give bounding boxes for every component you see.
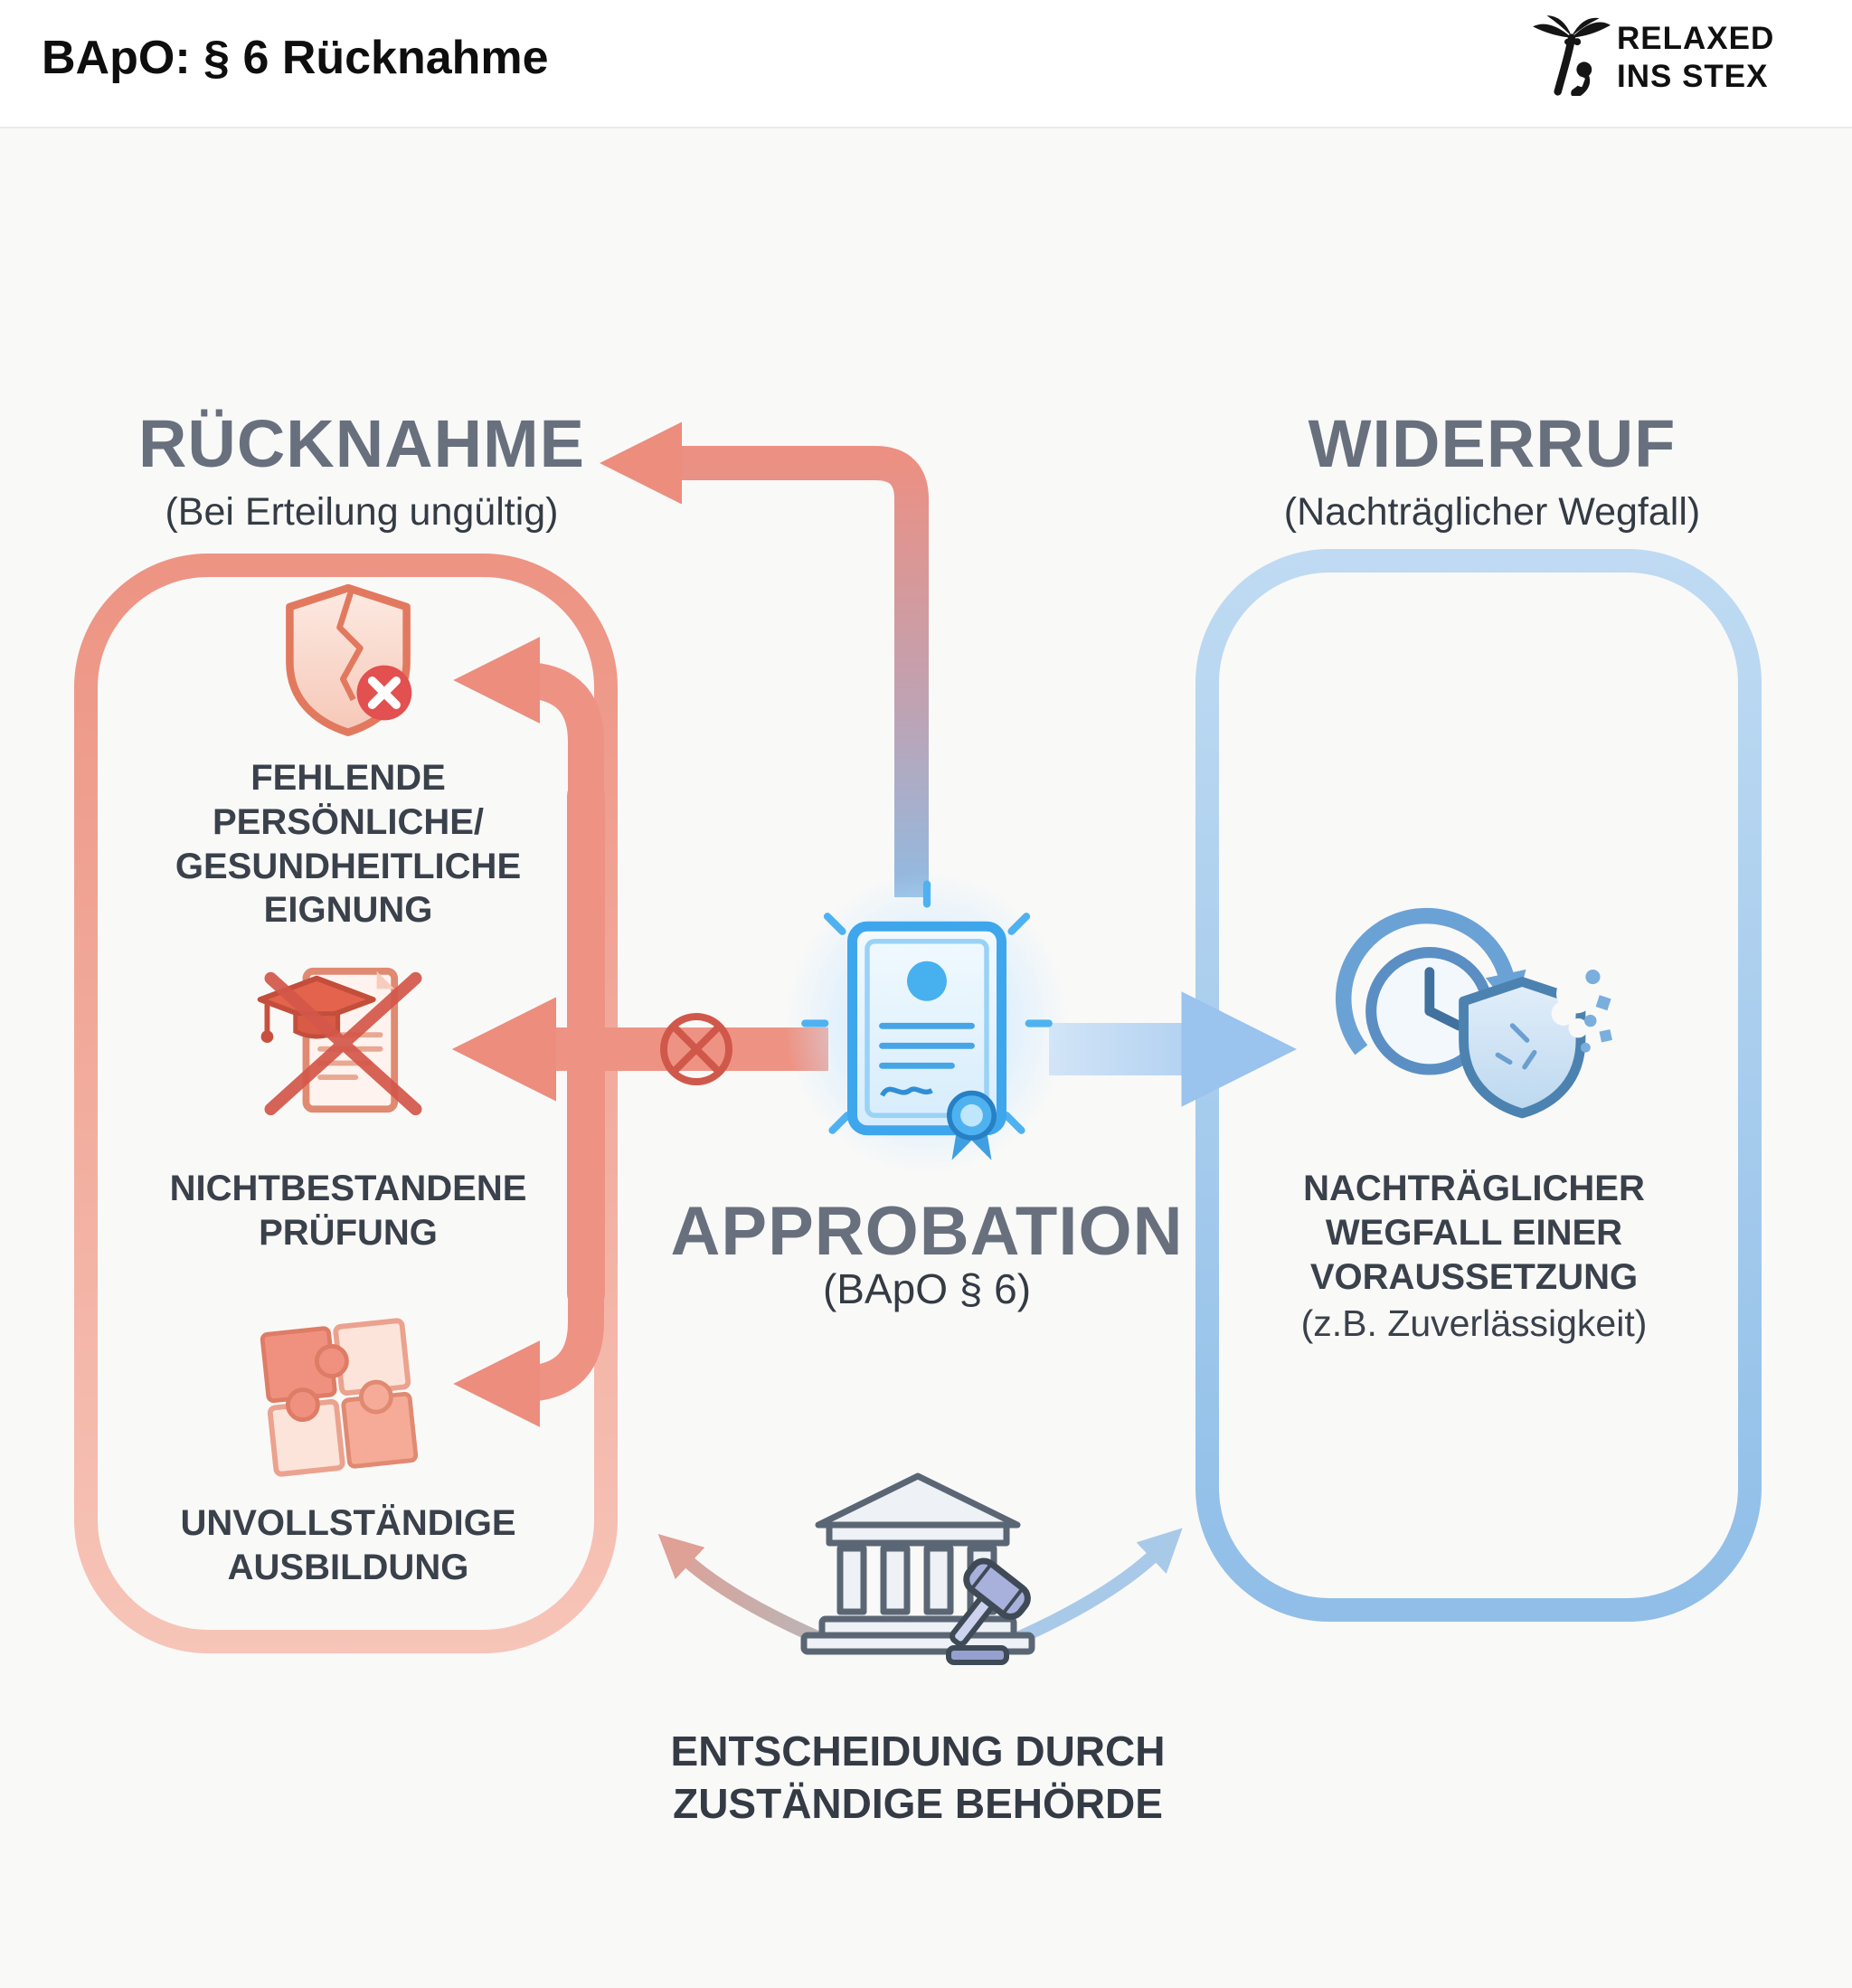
arrow-authority-to-widerruf [1006,1528,1183,1648]
clock-shield-decay-icon [1335,907,1612,1119]
arrow-authority-to-rucknahme [657,1534,832,1648]
certificate-icon [785,871,1069,1176]
logo-line1: RELAXED [1617,21,1775,56]
rucknahme-subheading: (Bei Erteilung ungültig) [165,490,559,534]
item-label-pruefung: NICHTBESTANDENE PRÜFUNG [169,1169,527,1253]
failed-exam-icon [257,967,422,1116]
logo-line2: INS STEX [1617,59,1769,94]
authority-label: ENTSCHEIDUNG DURCH ZUSTÄNDIGE BEHÖRDE [670,1728,1166,1827]
widerruf-heading: WIDERRUF [1308,406,1677,481]
palm-tree-logo-icon [1533,15,1611,96]
rucknahme-frame [74,554,618,1653]
item-label-eignung: FEHLENDE PERSÖNLICHE/ GESUNDHEITLICHE EI… [175,758,522,931]
incomplete-puzzle-icon [260,1318,419,1477]
rucknahme-heading: RÜCKNAHME [137,406,586,481]
header-bar: BApO: § 6 Rücknahme RELAXED INS STEX [0,0,1852,128]
arrows-to-rucknahme-items [451,636,828,1428]
item-note-zuverlaessigkeit: (z.B. Zuverlässigkeit) [1300,1302,1648,1344]
courthouse-gavel-icon [800,1472,1035,1665]
arrow-approbation-to-rucknahme [600,421,929,897]
item-label-ausbildung: UNVOLLSTÄNDIGE AUSBILDUNG [180,1503,516,1587]
broken-shield-x-icon [286,583,412,736]
logo-wordmark: RELAXED INS STEX [1617,20,1774,96]
approbation-title: APPROBATION [670,1193,1184,1270]
approbation-subtitle: (BApO § 6) [822,1265,1032,1312]
item-label-wegfall: NACHTRÄGLICHER WEGFALL EINER VORAUSSETZU… [1303,1169,1645,1297]
widerruf-subheading: (Nachträglicher Wegfall) [1283,490,1701,534]
prohibition-icon [660,1013,732,1085]
page-title: BApO: § 6 Rücknahme [42,32,549,84]
